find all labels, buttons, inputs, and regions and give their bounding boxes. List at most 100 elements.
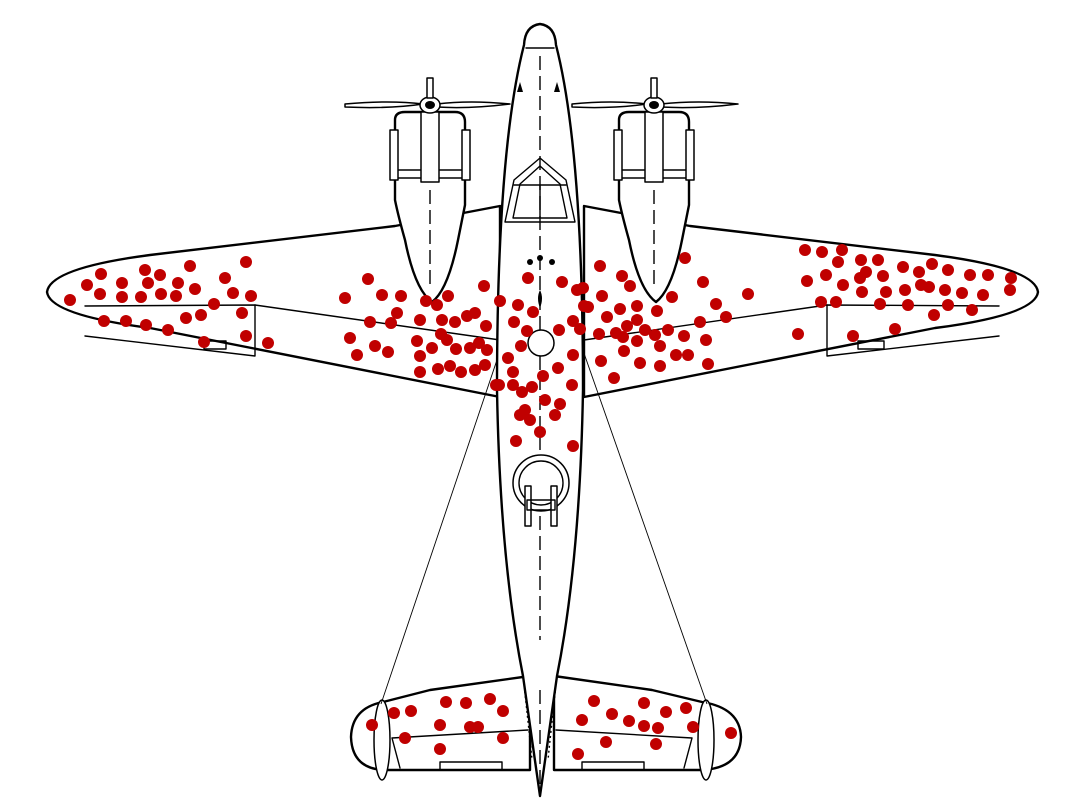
damage-marker: [481, 344, 493, 356]
left-prop-blade-b: [436, 101, 511, 109]
right-aileron-tab: [857, 340, 885, 350]
damage-marker: [874, 298, 886, 310]
damage-marker: [836, 244, 848, 256]
damage-marker: [552, 362, 564, 374]
damage-marker: [634, 357, 646, 369]
damage-marker: [154, 269, 166, 281]
damage-marker: [514, 409, 526, 421]
damage-marker: [576, 714, 588, 726]
damage-marker: [799, 244, 811, 256]
left-prop-blade-a: [344, 101, 424, 109]
damage-marker: [262, 337, 274, 349]
damage-marker: [666, 291, 678, 303]
damage-marker: [351, 349, 363, 361]
damage-marker: [472, 721, 484, 733]
damage-marker: [376, 289, 388, 301]
damage-marker: [515, 340, 527, 352]
damage-marker: [198, 336, 210, 348]
damage-marker: [652, 722, 664, 734]
damage-marker: [638, 720, 650, 732]
damage-marker: [508, 316, 520, 328]
damage-marker: [441, 334, 453, 346]
damage-marker: [227, 287, 239, 299]
damage-marker: [391, 307, 403, 319]
turret-gun-left: [524, 485, 532, 527]
damage-marker: [582, 301, 594, 313]
damage-marker: [434, 719, 446, 731]
damage-marker: [654, 360, 666, 372]
damage-marker: [621, 320, 633, 332]
damage-marker: [473, 337, 485, 349]
damage-marker: [631, 300, 643, 312]
damage-marker: [385, 317, 397, 329]
right-tail-fin: [697, 699, 715, 781]
damage-marker: [942, 264, 954, 276]
damage-marker: [942, 299, 954, 311]
damage-marker: [567, 349, 579, 361]
damage-marker: [830, 296, 842, 308]
damage-marker: [710, 298, 722, 310]
damage-marker: [725, 727, 737, 739]
damage-marker: [432, 363, 444, 375]
damage-marker: [624, 280, 636, 292]
damage-marker: [420, 295, 432, 307]
damage-marker: [593, 328, 605, 340]
damage-marker: [236, 307, 248, 319]
damage-marker: [577, 282, 589, 294]
damage-marker: [139, 264, 151, 276]
damage-marker: [395, 290, 407, 302]
damage-marker: [414, 366, 426, 378]
dorsal-turret: [512, 454, 570, 512]
damage-marker: [461, 310, 473, 322]
damage-marker: [982, 269, 994, 281]
damage-marker: [631, 314, 643, 326]
damage-marker: [414, 314, 426, 326]
damage-marker: [502, 352, 514, 364]
damage-marker: [554, 398, 566, 410]
damage-marker: [670, 349, 682, 361]
damage-marker: [966, 304, 978, 316]
damage-marker: [792, 328, 804, 340]
damage-marker: [497, 705, 509, 717]
damage-marker: [939, 284, 951, 296]
damage-marker: [364, 316, 376, 328]
damage-marker: [155, 288, 167, 300]
damage-marker: [588, 695, 600, 707]
damage-marker: [189, 283, 201, 295]
astrodome: [527, 329, 555, 357]
damage-marker: [344, 332, 356, 344]
damage-marker: [801, 275, 813, 287]
damage-marker: [507, 379, 519, 391]
damage-marker: [442, 290, 454, 302]
damage-marker: [650, 738, 662, 750]
damage-marker: [208, 298, 220, 310]
damage-marker: [521, 325, 533, 337]
damage-marker: [116, 277, 128, 289]
damage-marker: [832, 256, 844, 268]
damage-marker: [460, 697, 472, 709]
damage-marker: [95, 268, 107, 280]
damage-marker: [1005, 272, 1017, 284]
damage-marker: [455, 366, 467, 378]
damage-marker: [1004, 284, 1016, 296]
damage-marker: [405, 705, 417, 717]
damage-marker: [608, 372, 620, 384]
damage-marker: [601, 311, 613, 323]
damage-marker: [195, 309, 207, 321]
left-tail-fin: [373, 699, 391, 781]
damage-marker: [469, 364, 481, 376]
damage-marker: [856, 286, 868, 298]
damage-marker: [926, 258, 938, 270]
damage-marker: [478, 280, 490, 292]
damage-marker: [595, 355, 607, 367]
damage-marker: [687, 721, 699, 733]
damage-marker: [382, 346, 394, 358]
damage-marker: [556, 276, 568, 288]
damage-marker: [414, 350, 426, 362]
right-prop-blade-b: [660, 101, 739, 109]
damage-marker: [567, 315, 579, 327]
damage-marker: [510, 435, 522, 447]
right-elevator-tab: [581, 761, 645, 771]
damage-marker: [606, 708, 618, 720]
